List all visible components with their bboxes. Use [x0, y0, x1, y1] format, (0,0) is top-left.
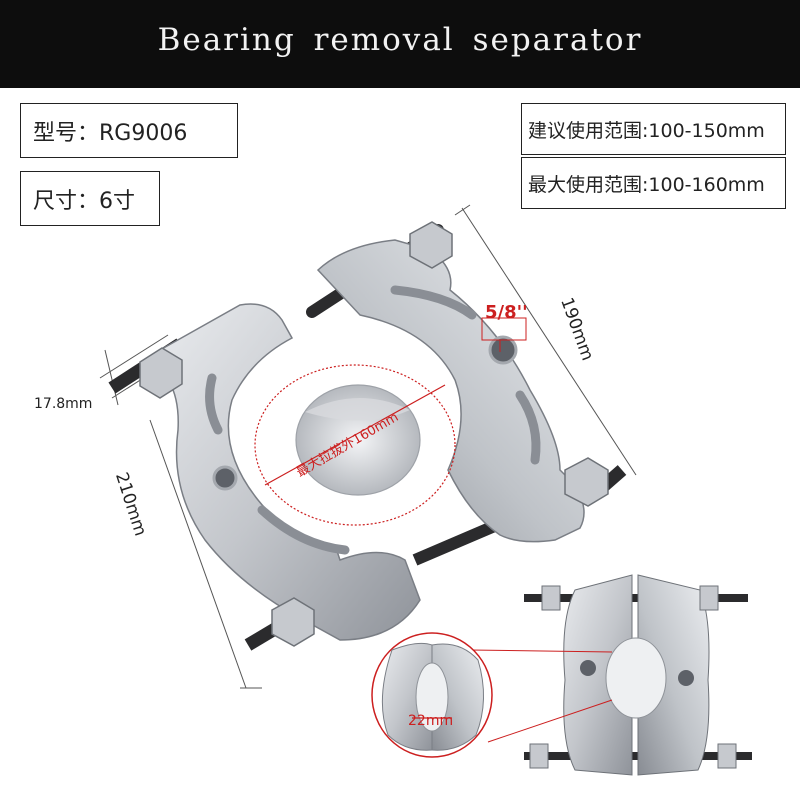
inset-nuts: [529, 585, 737, 769]
slot-left-upper: [205, 373, 223, 435]
width-dim-tick-top: [454, 204, 471, 216]
nut-left: [139, 347, 183, 399]
right-separator-half: [316, 239, 585, 543]
thread-label-frame: [481, 317, 527, 341]
left-separator-half: [159, 303, 421, 641]
recommended-range-box: 建议使用范围:100-150mm: [521, 103, 786, 155]
dimension-lines: [99, 204, 637, 689]
reinforcement-slots: [205, 285, 541, 555]
inset-opening: [605, 637, 667, 719]
title-banner: Bearing removal separator: [0, 0, 800, 88]
slot-right-upper: [390, 285, 477, 320]
height-dim-line: [149, 419, 247, 689]
max-pull-line: [264, 384, 446, 486]
model-spec-box: 型号：RG9006: [20, 103, 238, 158]
width-dim-line: [461, 207, 637, 476]
bolt-dim-arrow: [104, 349, 119, 406]
bolt-diameter-label: 17.8mm: [34, 396, 93, 412]
bolt-dim-line-top: [99, 334, 169, 379]
inset-hole-right: [678, 670, 694, 686]
min-opening-label: 22mm: [408, 713, 454, 729]
nut-right: [564, 457, 609, 507]
max-pull-circle: [254, 364, 456, 526]
size-spec-box: 尺寸：6寸: [20, 171, 160, 226]
slot-left-lower: [257, 505, 350, 555]
zoom-line-bottom: [487, 699, 613, 743]
inset-product-photo: [524, 574, 752, 776]
hex-nuts: [139, 221, 609, 647]
zoom-right-jaw: [431, 643, 485, 751]
zoom-opening: [415, 662, 449, 732]
max-range-box: 最大使用范围:100-160mm: [521, 157, 786, 209]
banner-title: Bearing removal separator: [157, 22, 643, 58]
nut-top: [409, 221, 453, 269]
zoom-left-jaw: [381, 642, 433, 751]
nut-bottom: [271, 597, 315, 647]
threaded-hole-left: [212, 465, 238, 491]
zoom-detail: [371, 632, 493, 758]
thread-size-label: 5/8'': [485, 302, 528, 323]
threaded-hole-right: [488, 335, 518, 365]
inset-hole-left: [580, 660, 596, 676]
zoom-line-top: [469, 649, 613, 653]
inset-left-half: [563, 574, 633, 776]
slot-right-lower: [515, 390, 541, 465]
